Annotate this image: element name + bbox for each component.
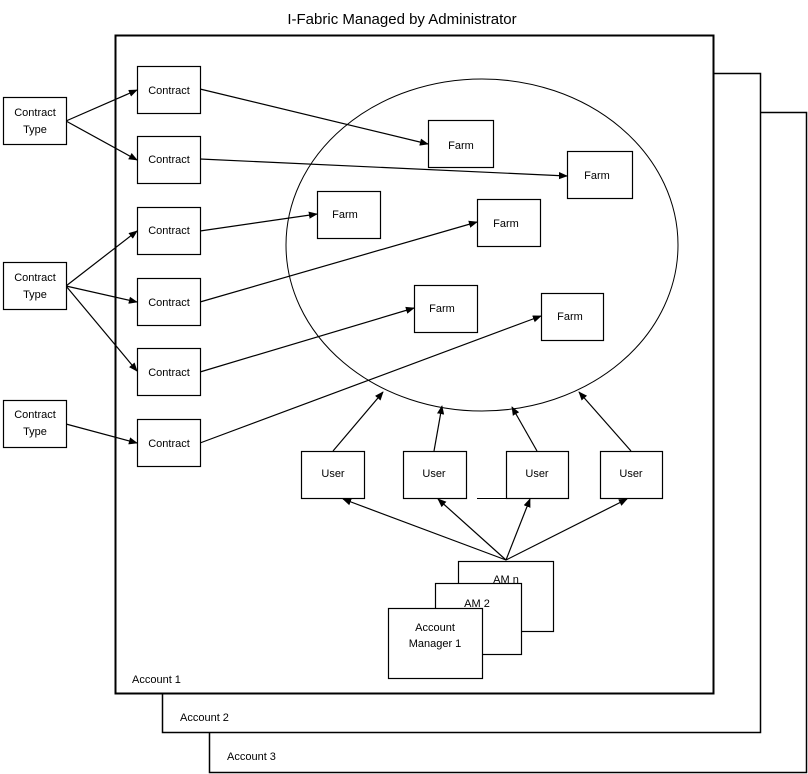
user-label: User — [321, 468, 345, 480]
contract-type-to-contract-arrow — [65, 120, 138, 161]
contract-type-label: Contract — [14, 272, 56, 284]
contract-to-farm-arrow — [199, 88, 429, 146]
contract-label: Contract — [148, 85, 190, 97]
account-manager-label: Account — [415, 622, 455, 634]
contract-type-label: Type — [23, 124, 47, 136]
user-to-farm-pool-arrow — [578, 391, 632, 452]
farm-node[interactable]: Farm — [476, 198, 542, 248]
account-frame-1: Account 1 — [114, 34, 715, 695]
contract-label: Contract — [148, 297, 190, 309]
farm-pool-ellipse — [285, 78, 679, 412]
account-manager-label: AM 2 — [464, 598, 490, 610]
farm-label: Farm — [584, 170, 610, 182]
user-label: User — [422, 468, 446, 480]
contract-to-farm-arrow — [199, 158, 568, 180]
user-node[interactable]: User — [505, 450, 570, 500]
contract-type-to-contract-arrow — [65, 423, 138, 445]
contract-type-label: Contract — [14, 107, 56, 119]
farm-label: Farm — [429, 303, 455, 315]
farm-node[interactable]: Farm — [413, 284, 479, 334]
contract-label: Contract — [148, 154, 190, 166]
account-manager-label: Manager 1 — [409, 638, 462, 650]
user-node[interactable]: User — [402, 450, 468, 500]
contract-type-label: Type — [23, 289, 47, 301]
farm-node[interactable]: Farm — [540, 292, 605, 342]
contract-node[interactable]: Contract — [136, 65, 202, 115]
account-manager-to-user-arrow — [505, 498, 531, 561]
contract-node[interactable]: Contract — [136, 206, 202, 256]
contract-node[interactable]: Contract — [136, 277, 202, 327]
contract-type-to-contract-arrow — [65, 285, 138, 372]
account-label: Account 3 — [227, 751, 276, 763]
farm-node[interactable]: Farm — [427, 119, 495, 169]
contract-node[interactable]: Contract — [136, 135, 202, 185]
farm-label: Farm — [332, 209, 358, 221]
user-node[interactable]: User — [599, 450, 664, 500]
user-label: User — [619, 468, 643, 480]
user-to-farm-pool-arrow — [511, 406, 538, 452]
contract-type-node[interactable]: Contract Type — [2, 96, 68, 146]
diagram-title: I-Fabric Managed by Administrator — [287, 11, 516, 28]
contract-to-farm-arrow — [199, 315, 542, 444]
account-label: Account 1 — [132, 674, 181, 686]
contract-type-node[interactable]: Contract Type — [2, 261, 68, 311]
contract-node[interactable]: Contract — [136, 347, 202, 397]
contract-label: Contract — [148, 438, 190, 450]
contract-type-label: Type — [23, 426, 47, 438]
farm-label: Farm — [448, 140, 474, 152]
account-manager-1[interactable]: Account Manager 1 — [387, 607, 484, 680]
account-manager-to-user-arrow — [437, 498, 507, 561]
contract-type-node[interactable]: Contract Type — [2, 399, 68, 449]
farm-label: Farm — [493, 218, 519, 230]
farm-label: Farm — [557, 311, 583, 323]
user-label: User — [525, 468, 549, 480]
farm-node[interactable]: Farm — [566, 150, 634, 200]
user-to-farm-pool-arrow — [433, 405, 445, 452]
contract-to-farm-arrow — [199, 220, 478, 303]
contract-type-label: Contract — [14, 409, 56, 421]
account-manager-to-user-arrow — [342, 498, 507, 561]
farm-node[interactable]: Farm — [316, 190, 382, 240]
user-node[interactable]: User — [300, 450, 366, 500]
contract-type-to-contract-arrow — [65, 230, 138, 287]
user-to-farm-pool-arrow — [332, 391, 384, 452]
account-manager-to-user-arrow — [505, 498, 628, 561]
contract-to-farm-arrow — [199, 306, 415, 373]
contract-to-farm-arrow — [199, 211, 318, 232]
contract-label: Contract — [148, 225, 190, 237]
edges-layer — [65, 88, 632, 561]
contract-type-to-contract-arrow — [65, 285, 138, 304]
contract-type-to-contract-arrow — [65, 89, 138, 122]
contract-label: Contract — [148, 367, 190, 379]
account-label: Account 2 — [180, 712, 229, 724]
contract-node[interactable]: Contract — [136, 418, 202, 468]
